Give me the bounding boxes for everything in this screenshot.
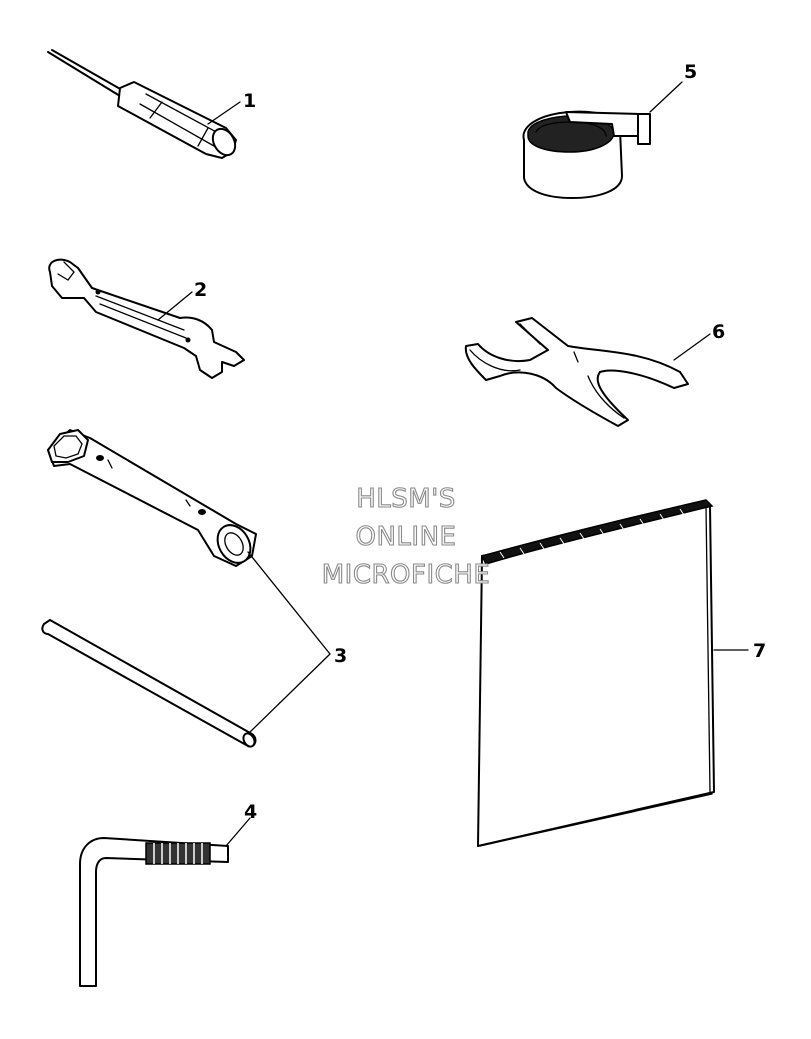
wrench-part-2 <box>48 258 245 379</box>
callout-7: 7 <box>713 640 766 662</box>
svg-text:1: 1 <box>243 90 256 112</box>
svg-text:3: 3 <box>334 645 347 667</box>
callout-1: 1 <box>207 90 256 125</box>
svg-text:7: 7 <box>753 640 766 662</box>
svg-text:4: 4 <box>244 801 257 823</box>
svg-text:2: 2 <box>194 279 207 301</box>
manual-part-7 <box>477 499 715 847</box>
watermark-line-3: MICROFICHE <box>322 560 491 590</box>
spanner-part-6 <box>464 317 689 427</box>
screwdriver-part-1 <box>47 49 237 159</box>
callout-4: 4 <box>225 801 257 847</box>
box-wrench-part-3 <box>47 429 257 567</box>
watermark-line-1: HLSM'S <box>356 484 456 514</box>
svg-text:5: 5 <box>684 61 697 83</box>
watermark: HLSM'S ONLINE MICROFICHE <box>321 483 491 590</box>
callout-6: 6 <box>673 321 725 361</box>
svg-text:6: 6 <box>712 321 725 343</box>
watermark-line-2: ONLINE <box>356 522 457 552</box>
callout-2: 2 <box>157 279 207 321</box>
callout-5: 5 <box>649 61 697 113</box>
tommy-bar-part-3 <box>41 619 257 748</box>
hex-key-part-4 <box>79 837 229 987</box>
callout-3: 3 <box>247 551 347 733</box>
strap-part-5 <box>522 110 651 199</box>
